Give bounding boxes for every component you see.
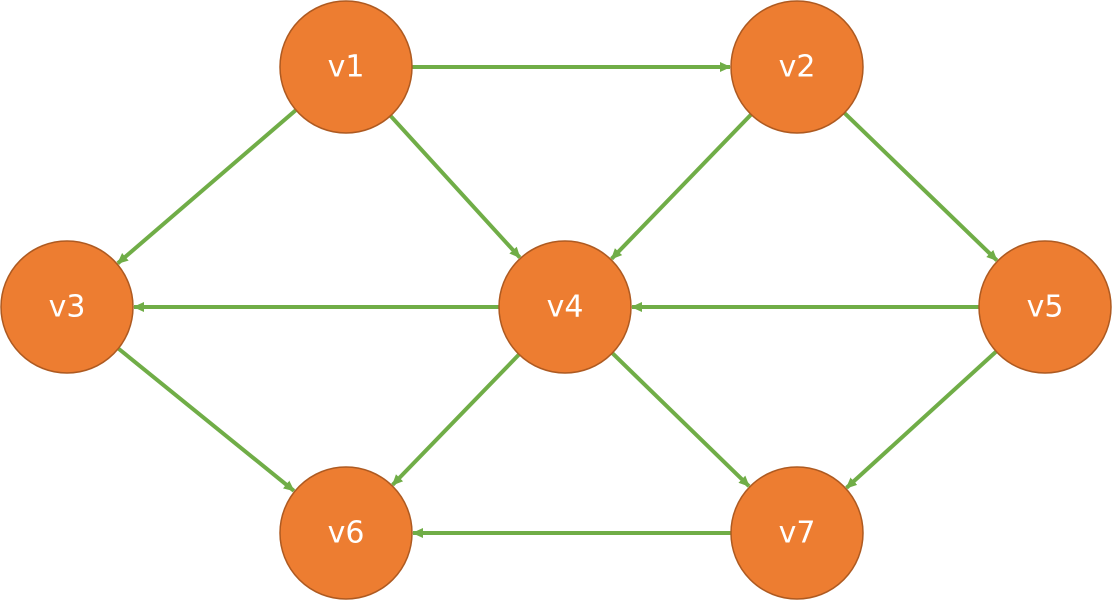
node-circle-v3 (0, 240, 134, 374)
node-label-v6: v6 (328, 516, 365, 551)
edges-layer (116, 62, 999, 538)
node-circle-v5 (978, 240, 1112, 374)
node-circle-v1 (279, 0, 413, 134)
edge-v4-to-v7 (610, 351, 751, 488)
node-circle-v2 (730, 0, 864, 134)
edge-v4-to-v6 (391, 353, 521, 487)
node-label-v2: v2 (779, 50, 816, 85)
node-circle-v4 (498, 240, 632, 374)
node-v7: v7 (730, 466, 864, 600)
edge-v5-to-v7 (845, 350, 998, 490)
node-v2: v2 (730, 0, 864, 134)
node-label-v4: v4 (547, 290, 584, 325)
node-label-v7: v7 (779, 516, 816, 551)
edge-v2-to-v4 (610, 113, 753, 261)
edge-v1-to-v3 (116, 108, 298, 265)
edge-v1-to-v4 (389, 114, 522, 259)
node-v3: v3 (0, 240, 134, 374)
node-circle-v7 (730, 466, 864, 600)
node-label-v3: v3 (49, 290, 86, 325)
node-label-v1: v1 (328, 50, 365, 85)
edge-v2-to-v5 (843, 111, 999, 262)
node-v5: v5 (978, 240, 1112, 374)
node-circle-v6 (279, 466, 413, 600)
edge-v3-to-v6 (117, 346, 296, 493)
node-label-v5: v5 (1027, 290, 1064, 325)
node-v4: v4 (498, 240, 632, 374)
node-v1: v1 (279, 0, 413, 134)
node-v6: v6 (279, 466, 413, 600)
